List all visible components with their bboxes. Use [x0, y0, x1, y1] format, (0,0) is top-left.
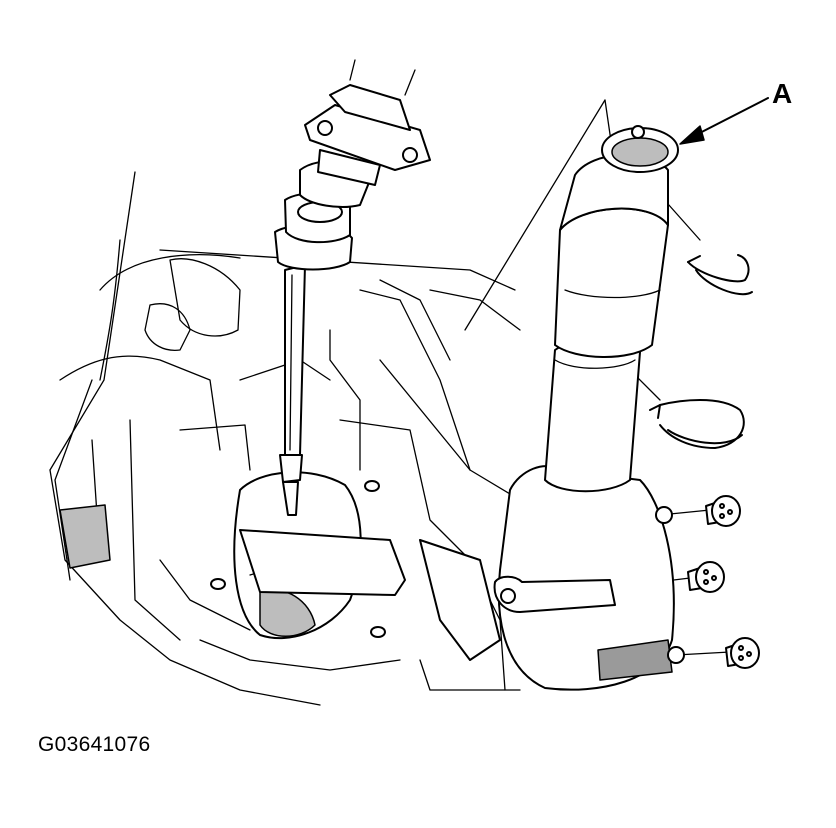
lower-clamp-icon [649, 399, 745, 449]
bolt-icon [705, 495, 741, 527]
bolt-icon [687, 561, 725, 593]
callout-arrow [679, 97, 769, 145]
steering-shaft-icon [274, 59, 431, 516]
stud-icon [210, 480, 386, 638]
steering-gear-housing [233, 471, 501, 661]
callout-letter-a: A [772, 78, 793, 109]
steering-boot-icon [493, 125, 685, 691]
figure-code: G03641076 [38, 733, 151, 756]
bolt-icon [725, 637, 760, 669]
vehicle-body-outline [49, 171, 521, 706]
upper-clamp-icon [687, 254, 753, 296]
